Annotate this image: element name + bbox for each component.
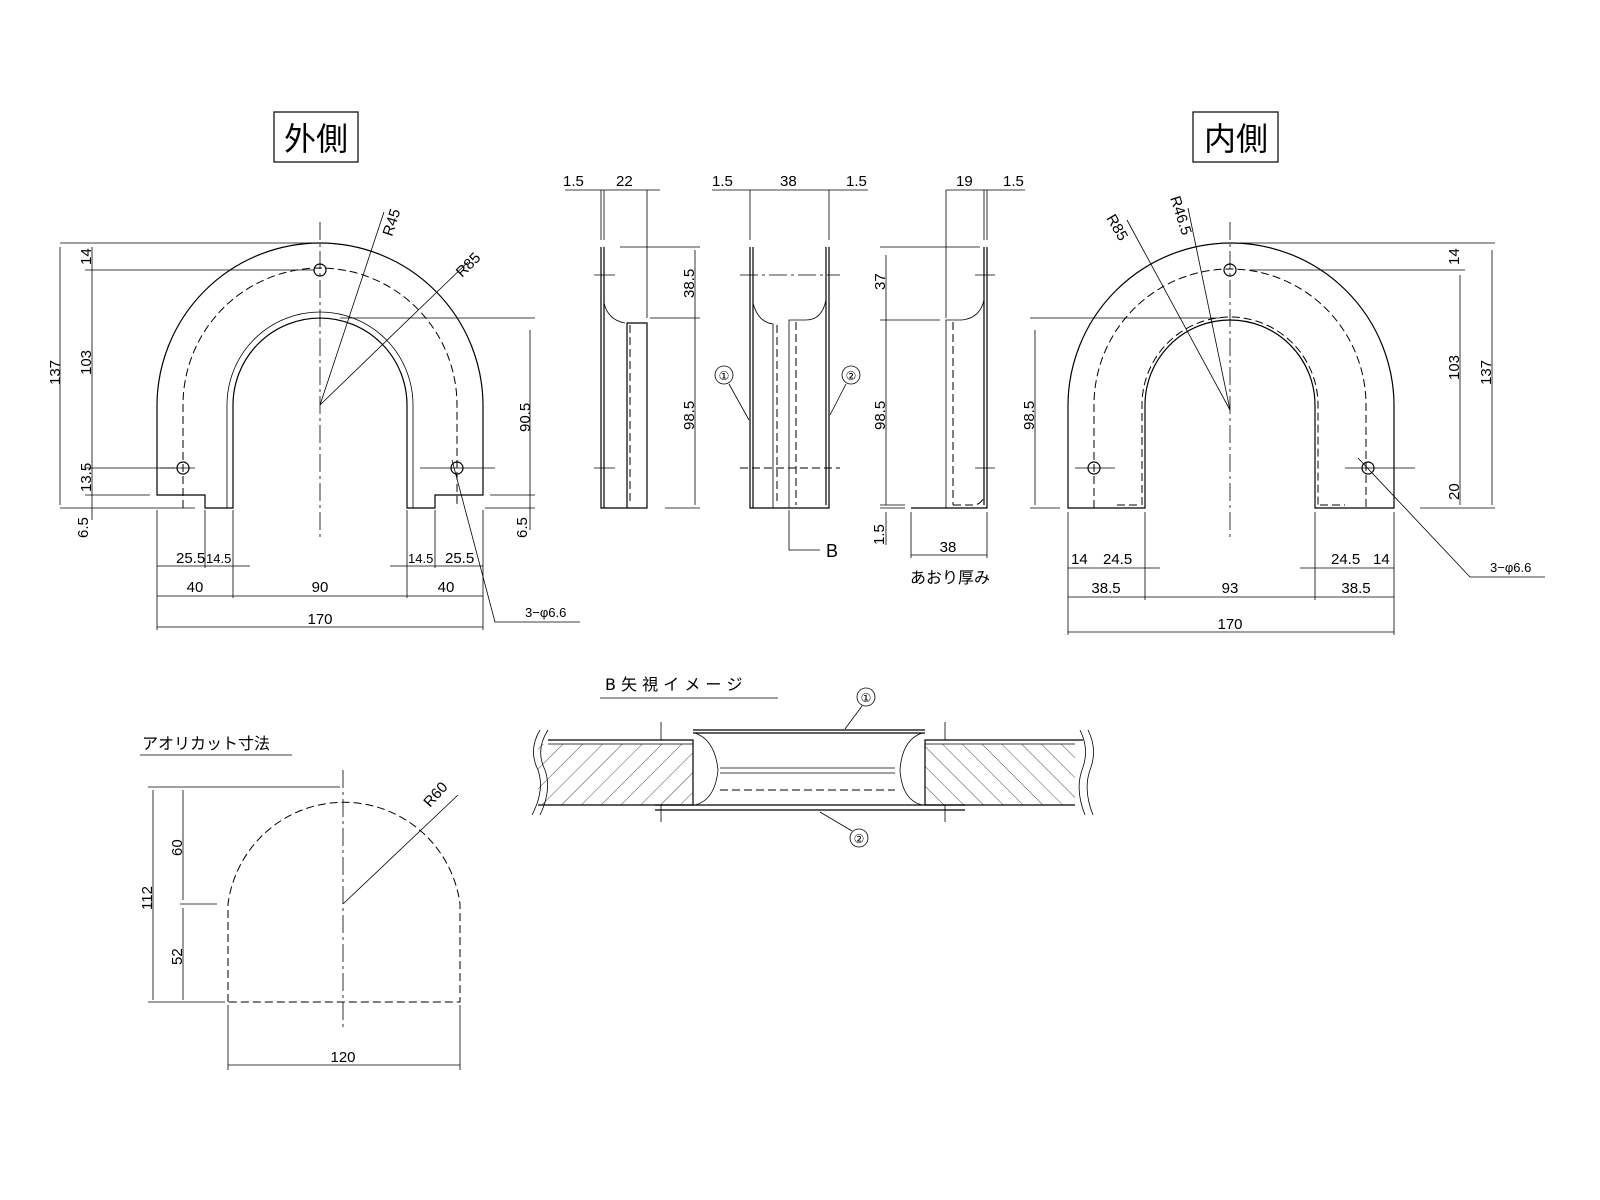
title-inner: 内側	[1204, 120, 1268, 158]
dim-label: 38.5	[681, 269, 698, 298]
dim-label: 20	[1446, 483, 1463, 500]
radius-label: R85	[1103, 212, 1131, 244]
side-view-2: 1.5 38 1.5 ① ② B	[712, 173, 868, 561]
dim-label: 170	[307, 611, 332, 628]
part-number-1: ①	[861, 691, 872, 705]
title-box-outer	[273, 111, 359, 163]
dim-label: 1.5	[1003, 173, 1024, 190]
b-view-title: B 矢 視 イ メ ー ジ	[605, 675, 743, 694]
inner-view: 内側 R85 R46.5 98.5 14 103 20 137 14 24.5 …	[1021, 111, 1545, 635]
mount-hole	[1223, 263, 1237, 277]
dim-label: 6.5	[514, 517, 531, 538]
dim-label: 25.5	[445, 550, 474, 567]
dim-label: 112	[139, 886, 156, 910]
dim-label: 38	[780, 173, 797, 190]
dim-label: 103	[1446, 355, 1463, 380]
dim-label: 60	[169, 839, 186, 856]
dim-label: 90.5	[517, 403, 534, 432]
dim-label: 40	[438, 579, 455, 596]
dim-label: 6.5	[75, 517, 92, 538]
dim-label: 13.5	[78, 463, 95, 492]
radius-label: R85	[453, 249, 484, 280]
dim-label: 38.5	[1341, 580, 1370, 597]
dim-label: 22	[616, 173, 633, 190]
dim-label: 90	[312, 579, 329, 596]
dim-label: 14	[1071, 551, 1088, 568]
aori-cut-dimensions: アオリカット寸法 R60 112 60 52 120	[139, 734, 461, 1070]
dim-label: 25.5	[176, 550, 205, 567]
cut-outline	[227, 801, 461, 1003]
dim-label: 103	[78, 350, 95, 375]
dim-label: 38.5	[1091, 580, 1120, 597]
dim-label: 98.5	[872, 401, 889, 430]
b-arrow-view: B 矢 視 イ メ ー ジ ① ②	[531, 675, 1094, 848]
dim-label: 19	[956, 173, 973, 190]
side-view-1: 1.5 22 38.5 98.5	[563, 173, 700, 509]
dim-label: 14.5	[408, 551, 433, 566]
dim-label: 137	[47, 360, 64, 385]
dim-label: 1.5	[563, 173, 584, 190]
dim-label: 24.5	[1103, 551, 1132, 568]
dim-label: 1.5	[712, 173, 733, 190]
dim-label: 120	[330, 1049, 355, 1066]
part-number-2: ②	[854, 832, 865, 846]
title-outer: 外側	[284, 120, 348, 158]
outer-view: 外側 R45 R85 137 14 103 13.5 6.5 90.5 6.5	[47, 111, 580, 630]
dim-label: 98.5	[1021, 401, 1038, 430]
radius-label: R46.5	[1166, 194, 1195, 237]
part-number-2: ②	[846, 369, 857, 383]
dim-label: 14	[78, 248, 95, 265]
dim-label: 1.5	[846, 173, 867, 190]
dim-label: 14.5	[206, 551, 231, 566]
outer-part-outline	[156, 242, 484, 509]
caption-aori-thickness: あおり厚み	[910, 568, 990, 587]
dim-label: 170	[1217, 616, 1242, 633]
aori-cut-title: アオリカット寸法	[142, 734, 270, 753]
dim-label: 52	[169, 948, 186, 965]
dim-label: 14	[1446, 248, 1463, 265]
dim-label: 137	[1478, 360, 1495, 385]
hole-callout: 3−φ6.6	[1490, 560, 1531, 575]
title-box-inner	[1192, 111, 1279, 163]
part-number-1: ①	[719, 369, 730, 383]
dim-label: 37	[872, 273, 889, 290]
dim-label: 38	[940, 539, 957, 556]
dim-label: 98.5	[681, 401, 698, 430]
radius-label: R45	[380, 207, 405, 238]
dim-label: 1.5	[871, 524, 888, 545]
dim-label: 40	[187, 579, 204, 596]
dim-label: 14	[1373, 551, 1390, 568]
side-view-3: 19 1.5 37 98.5 1.5 38 あおり厚み	[871, 173, 1025, 587]
dim-label: 24.5	[1331, 551, 1360, 568]
section-label-b: B	[826, 541, 838, 561]
dim-label: 93	[1222, 580, 1239, 597]
hole-callout: 3−φ6.6	[525, 605, 566, 620]
